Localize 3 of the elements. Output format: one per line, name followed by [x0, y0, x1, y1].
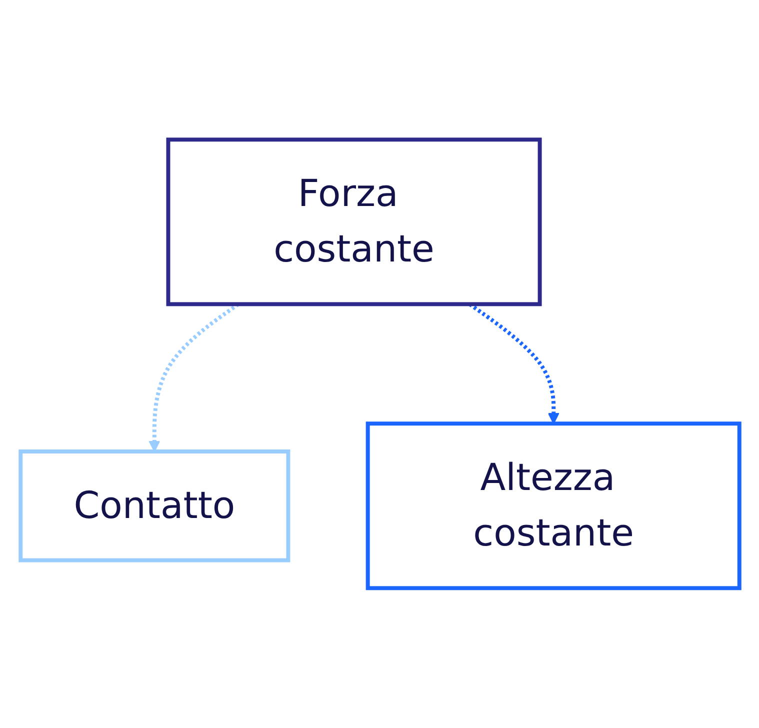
node-box: Forza costante: [166, 138, 542, 306]
node-box: Altezza costante: [365, 422, 741, 590]
node-box: Contatto: [18, 450, 290, 562]
